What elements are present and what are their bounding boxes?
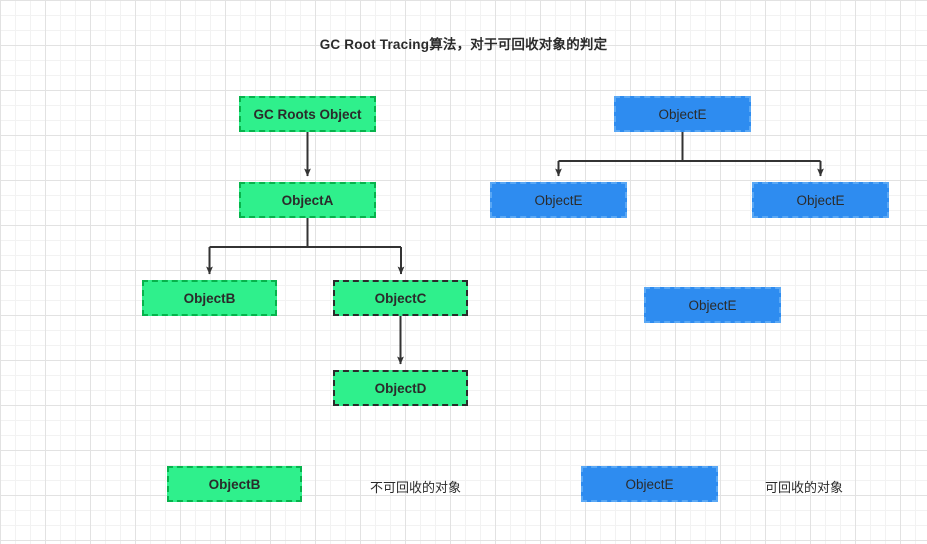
- legend-label-collectable: 可回收的对象: [765, 480, 844, 495]
- node-object-c[interactable]: ObjectC: [333, 280, 468, 316]
- node-object-b[interactable]: ObjectB: [142, 280, 277, 316]
- node-label: ObjectC: [374, 290, 427, 306]
- node-object-e-root[interactable]: ObjectE: [614, 96, 751, 132]
- node-label: ObjectE: [534, 192, 583, 208]
- page-title: GC Root Tracing算法，对于可回收对象的判定: [319, 37, 608, 52]
- node-label: ObjectE: [796, 192, 845, 208]
- legend-label-reachable: 不可回收的对象: [370, 480, 462, 495]
- legend-swatch-label: ObjectE: [625, 476, 674, 492]
- legend-swatch-reachable: ObjectB: [167, 466, 302, 502]
- node-label: GC Roots Object: [253, 106, 362, 122]
- legend-swatch-label: ObjectB: [208, 476, 261, 492]
- node-label: ObjectA: [281, 192, 334, 208]
- node-object-e-left[interactable]: ObjectE: [490, 182, 627, 218]
- node-object-d[interactable]: ObjectD: [333, 370, 468, 406]
- node-label: ObjectE: [688, 297, 737, 313]
- node-label: ObjectB: [183, 290, 236, 306]
- node-object-e-isolated[interactable]: ObjectE: [644, 287, 781, 323]
- legend-swatch-collectable: ObjectE: [581, 466, 718, 502]
- node-object-e-right[interactable]: ObjectE: [752, 182, 889, 218]
- node-label: ObjectD: [374, 380, 427, 396]
- node-gc-roots-object[interactable]: GC Roots Object: [239, 96, 376, 132]
- node-object-a[interactable]: ObjectA: [239, 182, 376, 218]
- node-label: ObjectE: [658, 106, 707, 122]
